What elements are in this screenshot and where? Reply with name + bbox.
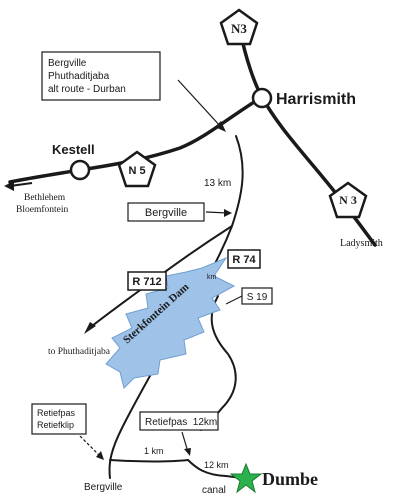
- bergville-sign-label: Bergville: [145, 207, 187, 219]
- distance-1km: 1 km: [144, 446, 164, 456]
- retiefpas-sign-arrowhead-icon: [96, 451, 104, 460]
- n3-top-label: N3: [231, 21, 247, 36]
- retiefpas-12km-arrowhead-icon: [184, 448, 191, 456]
- kestell-marker-icon: [69, 159, 91, 181]
- harrismith-label: Harrismith: [276, 91, 356, 108]
- canal-road: [187, 459, 243, 479]
- sterkfontein-dam-water: [105, 256, 236, 389]
- callout-line3: alt route - Durban: [48, 84, 126, 95]
- r74-box: [227, 249, 261, 269]
- bloemfontein-label: Bloemfontein: [16, 204, 68, 215]
- canal-label: canal: [202, 485, 226, 496]
- phuthaditjaba-arrowhead-icon: [84, 322, 96, 334]
- s19-label: S 19: [247, 292, 268, 303]
- dumbe-star-icon: [229, 462, 263, 494]
- n5-label: N 5: [128, 165, 145, 177]
- connector-road: [109, 459, 189, 463]
- r74-label: R 74: [232, 254, 256, 266]
- retiefpas-sign-arrow-line: [79, 435, 101, 457]
- retiefpas-sign-line1: Retiefpas: [37, 408, 76, 418]
- dumbe-label: Dumbe: [262, 469, 318, 489]
- kestell-label: Kestell: [52, 142, 95, 157]
- n3-lower-label: N 3: [339, 193, 357, 207]
- retiefpas-12km-box: [139, 411, 219, 431]
- n5-shield-icon: N 5: [117, 150, 157, 188]
- s19-leader: [225, 295, 243, 305]
- distance-km-fragment: km: [207, 274, 217, 281]
- bethlehem-label: Bethlehem: [24, 193, 66, 203]
- callout-arrowhead-icon: [215, 121, 226, 132]
- distance-13km: 13 km: [204, 178, 231, 189]
- retiefpas-sign-box: [31, 403, 87, 435]
- r712-label: R 712: [132, 276, 161, 288]
- bergville-arrowhead-icon: [224, 209, 232, 217]
- s19-road: [200, 295, 237, 431]
- bergville-sign-box: [127, 202, 205, 222]
- bergville-bottom-label: Bergville: [84, 482, 123, 493]
- alt-route-callout-box: [41, 51, 161, 101]
- callout-leader-line: [177, 79, 223, 129]
- to-phuthaditjaba-label: to Phuthaditjaba: [48, 347, 111, 357]
- callout-line1: Bergville: [48, 58, 87, 69]
- callout-line2: Phuthaditjaba: [48, 71, 110, 82]
- ladysmith-label: Ladysmith: [340, 238, 383, 249]
- harrismith-marker-icon: [251, 87, 273, 109]
- retiefpas-12km-label: Retiefpas 12km: [145, 417, 217, 428]
- n3-shield-lower-icon: N 3: [328, 181, 368, 219]
- west-arrowhead-icon: [4, 181, 14, 191]
- n3-shield-top-icon: N3: [219, 8, 259, 46]
- r712-box: [127, 271, 167, 291]
- retiefpas-sign-line2: Retiefklip: [37, 420, 74, 430]
- distance-12km: 12 km: [204, 460, 229, 470]
